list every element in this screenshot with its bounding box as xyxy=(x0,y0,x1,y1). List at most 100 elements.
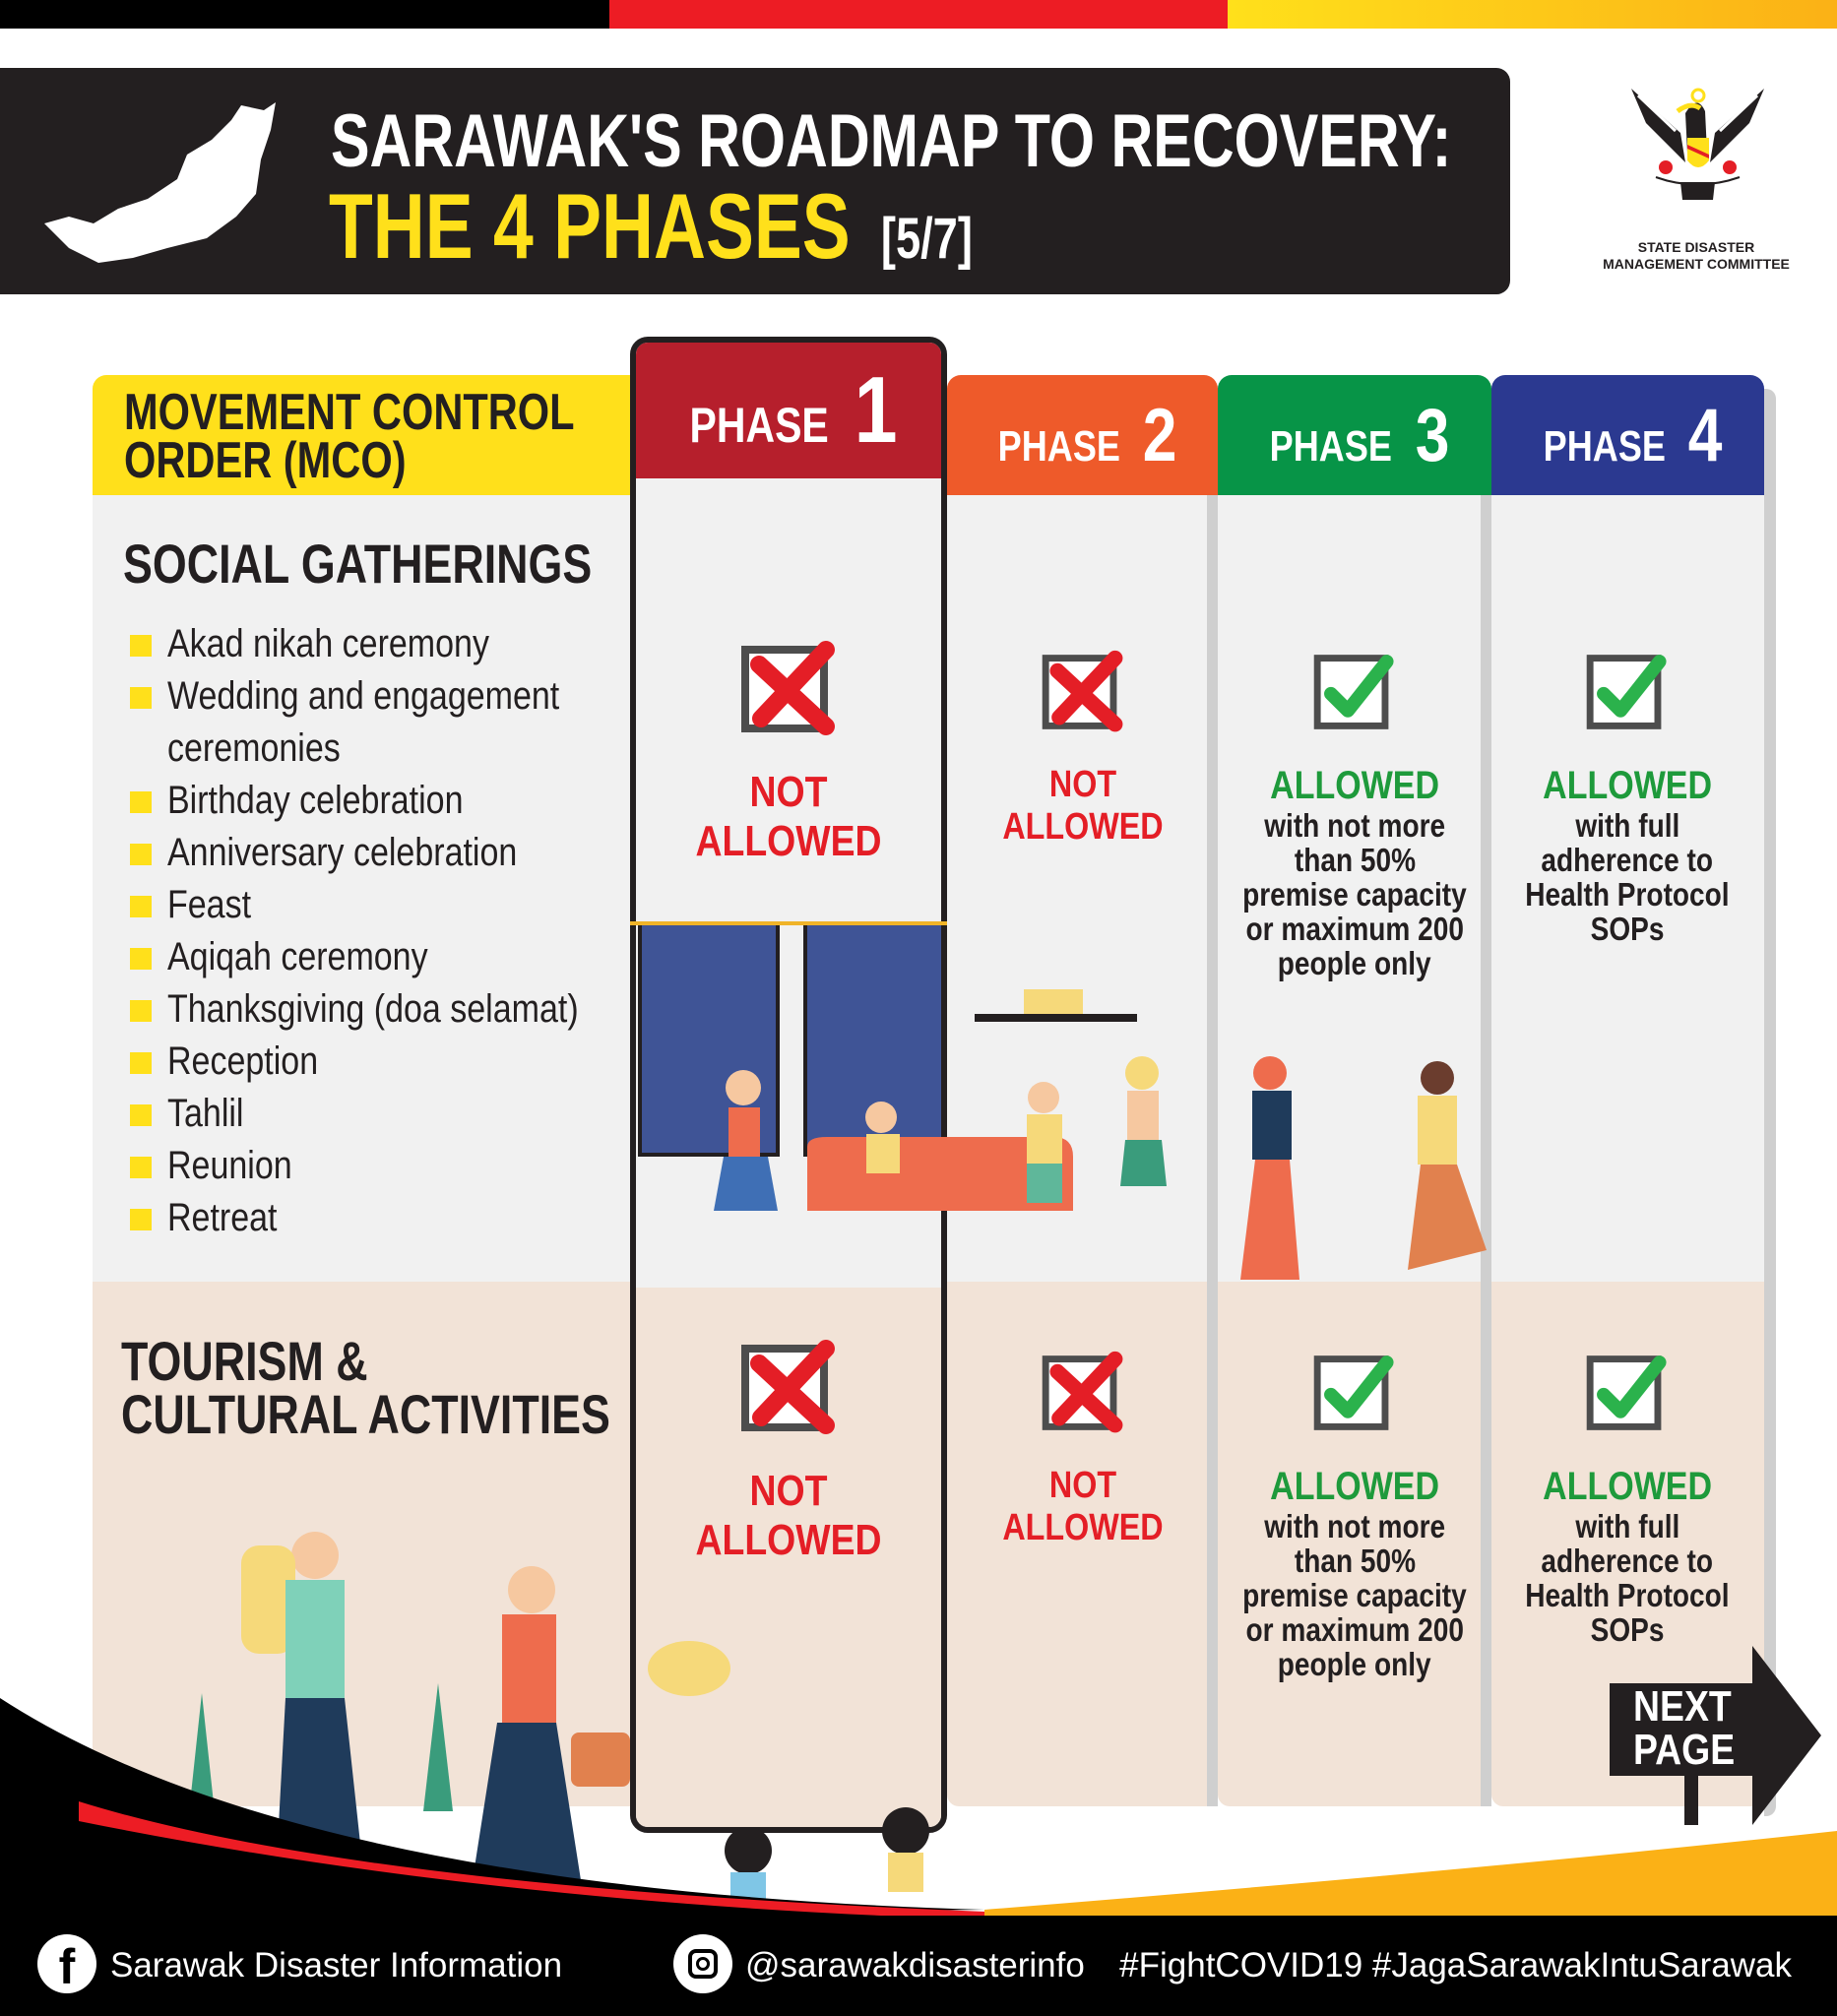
sarawak-map-icon xyxy=(44,102,276,263)
status-description: adherence to xyxy=(1541,1543,1714,1579)
phase-number: 3 xyxy=(1415,394,1450,477)
divider xyxy=(1481,495,1491,1806)
phase4-social-cell xyxy=(1491,495,1764,1282)
phase-number: 4 xyxy=(1687,394,1723,477)
status-label: ALLOWED xyxy=(1270,764,1439,807)
facebook-icon[interactable]: f xyxy=(37,1934,96,1994)
item-label: Reunion xyxy=(167,1144,292,1187)
stripe-red xyxy=(609,0,1228,29)
decorative-wave xyxy=(0,1698,1837,1920)
social-list-item: Thanksgiving (doa selamat) xyxy=(130,983,651,1036)
status-description: premise capacity xyxy=(1242,876,1467,913)
instagram-link[interactable]: @sarawakdisasterinfo xyxy=(745,1946,1085,1984)
stripe-yellow xyxy=(1228,0,1837,29)
cross-mark-icon xyxy=(741,1340,835,1434)
bullet-icon xyxy=(130,948,152,970)
bullet-icon xyxy=(130,1052,152,1074)
phase-number: 1 xyxy=(855,357,899,463)
bullet-icon xyxy=(130,844,152,865)
not-allowed-status: NOT ALLOWED xyxy=(656,768,921,866)
phase3-header: PHASE 3 xyxy=(1218,375,1491,495)
social-label-cell xyxy=(93,495,630,1282)
facebook-link[interactable]: Sarawak Disaster Information xyxy=(110,1946,563,1984)
bullet-icon xyxy=(130,1000,152,1022)
bullet-icon xyxy=(130,1104,152,1126)
status-description: with full xyxy=(1575,1508,1679,1544)
page-indicator: [5/7] xyxy=(880,207,973,271)
bullet-icon xyxy=(130,1209,152,1230)
social-list-item: Reunion xyxy=(130,1140,314,1192)
social-list-item: Retreat xyxy=(130,1192,296,1244)
arrow-right-icon xyxy=(1610,1646,1821,1825)
check-mark-icon xyxy=(1586,655,1667,729)
status-label: ALLOWED xyxy=(1543,764,1712,807)
stripe-black xyxy=(0,0,609,29)
cross-mark-icon xyxy=(1042,650,1123,732)
status-description: adherence to xyxy=(1541,842,1714,878)
social-list-item: Reception xyxy=(130,1036,345,1088)
check-mark-icon xyxy=(1313,655,1394,729)
status-description: Health Protocol xyxy=(1525,876,1730,913)
bullet-icon xyxy=(130,687,152,709)
bullet-icon xyxy=(130,1157,152,1178)
status-label: NOT ALLOWED xyxy=(695,1467,882,1564)
title-line2: THE 4 PHASES [5/7] xyxy=(329,173,973,280)
social-heading-text: SOCIAL GATHERINGS xyxy=(123,533,593,595)
item-label: Akad nikah ceremony xyxy=(167,622,489,665)
phase-label: PHASE xyxy=(689,398,829,453)
sarawak-coat-of-arms-logo xyxy=(1631,88,1764,200)
bullet-icon xyxy=(130,791,152,813)
phase-label: PHASE xyxy=(1269,422,1393,471)
footer xyxy=(0,1916,1837,2016)
not-allowed-status: NOT ALLOWED xyxy=(656,1467,921,1565)
social-list-item: ceremonies xyxy=(130,723,371,775)
status-label: NOT ALLOWED xyxy=(1002,764,1164,848)
item-label: Aqiqah ceremony xyxy=(167,935,428,978)
title-line1: SARAWAK'S ROADMAP TO RECOVERY: xyxy=(331,99,1452,183)
item-label: Wedding and engagement xyxy=(167,674,560,718)
status-description: or maximum 200 xyxy=(1245,1611,1464,1648)
title-phases: THE 4 PHASES xyxy=(329,174,851,278)
status-description: with full xyxy=(1575,807,1679,844)
mco-line2: ORDER (MCO) xyxy=(124,432,407,489)
social-list-item: Wedding and engagement xyxy=(130,670,629,723)
table-shadow xyxy=(1764,389,1776,1816)
item-label: Tahlil xyxy=(167,1092,244,1135)
status-description: than 50% xyxy=(1294,842,1416,878)
instagram-icon[interactable] xyxy=(673,1934,732,1993)
next-label: NEXT xyxy=(1633,1682,1732,1731)
check-mark-icon xyxy=(1313,1355,1394,1430)
status-description: Health Protocol xyxy=(1525,1577,1730,1613)
bullet-icon xyxy=(130,896,152,917)
status-description: with not more xyxy=(1264,807,1445,844)
item-label: ceremonies xyxy=(167,726,341,770)
page-label: PAGE xyxy=(1633,1726,1736,1774)
phase1-column xyxy=(630,337,947,1833)
cross-mark-icon xyxy=(1042,1351,1123,1433)
item-label: Reception xyxy=(167,1040,319,1083)
status-label: ALLOWED xyxy=(1543,1465,1712,1508)
not-allowed-status: NOT ALLOWED xyxy=(950,1465,1216,1549)
status-label: NOT ALLOWED xyxy=(695,768,882,865)
item-label: Anniversary celebration xyxy=(167,831,518,874)
status-description: with not more xyxy=(1264,1508,1445,1544)
social-heading: SOCIAL GATHERINGS xyxy=(123,533,709,595)
hashtags: #FightCOVID19 #JagaSarawakIntuSarawak xyxy=(1119,1946,1792,1984)
item-label: Birthday celebration xyxy=(167,779,464,822)
social-list-item: Feast xyxy=(130,879,266,931)
status-description: premise capacity xyxy=(1242,1577,1467,1613)
status-description: SOPs xyxy=(1590,1611,1665,1648)
item-label: Thanksgiving (doa selamat) xyxy=(167,987,579,1031)
status-description: or maximum 200 xyxy=(1245,911,1464,947)
status-description: people only xyxy=(1278,1646,1431,1682)
item-label: Retreat xyxy=(167,1196,278,1239)
